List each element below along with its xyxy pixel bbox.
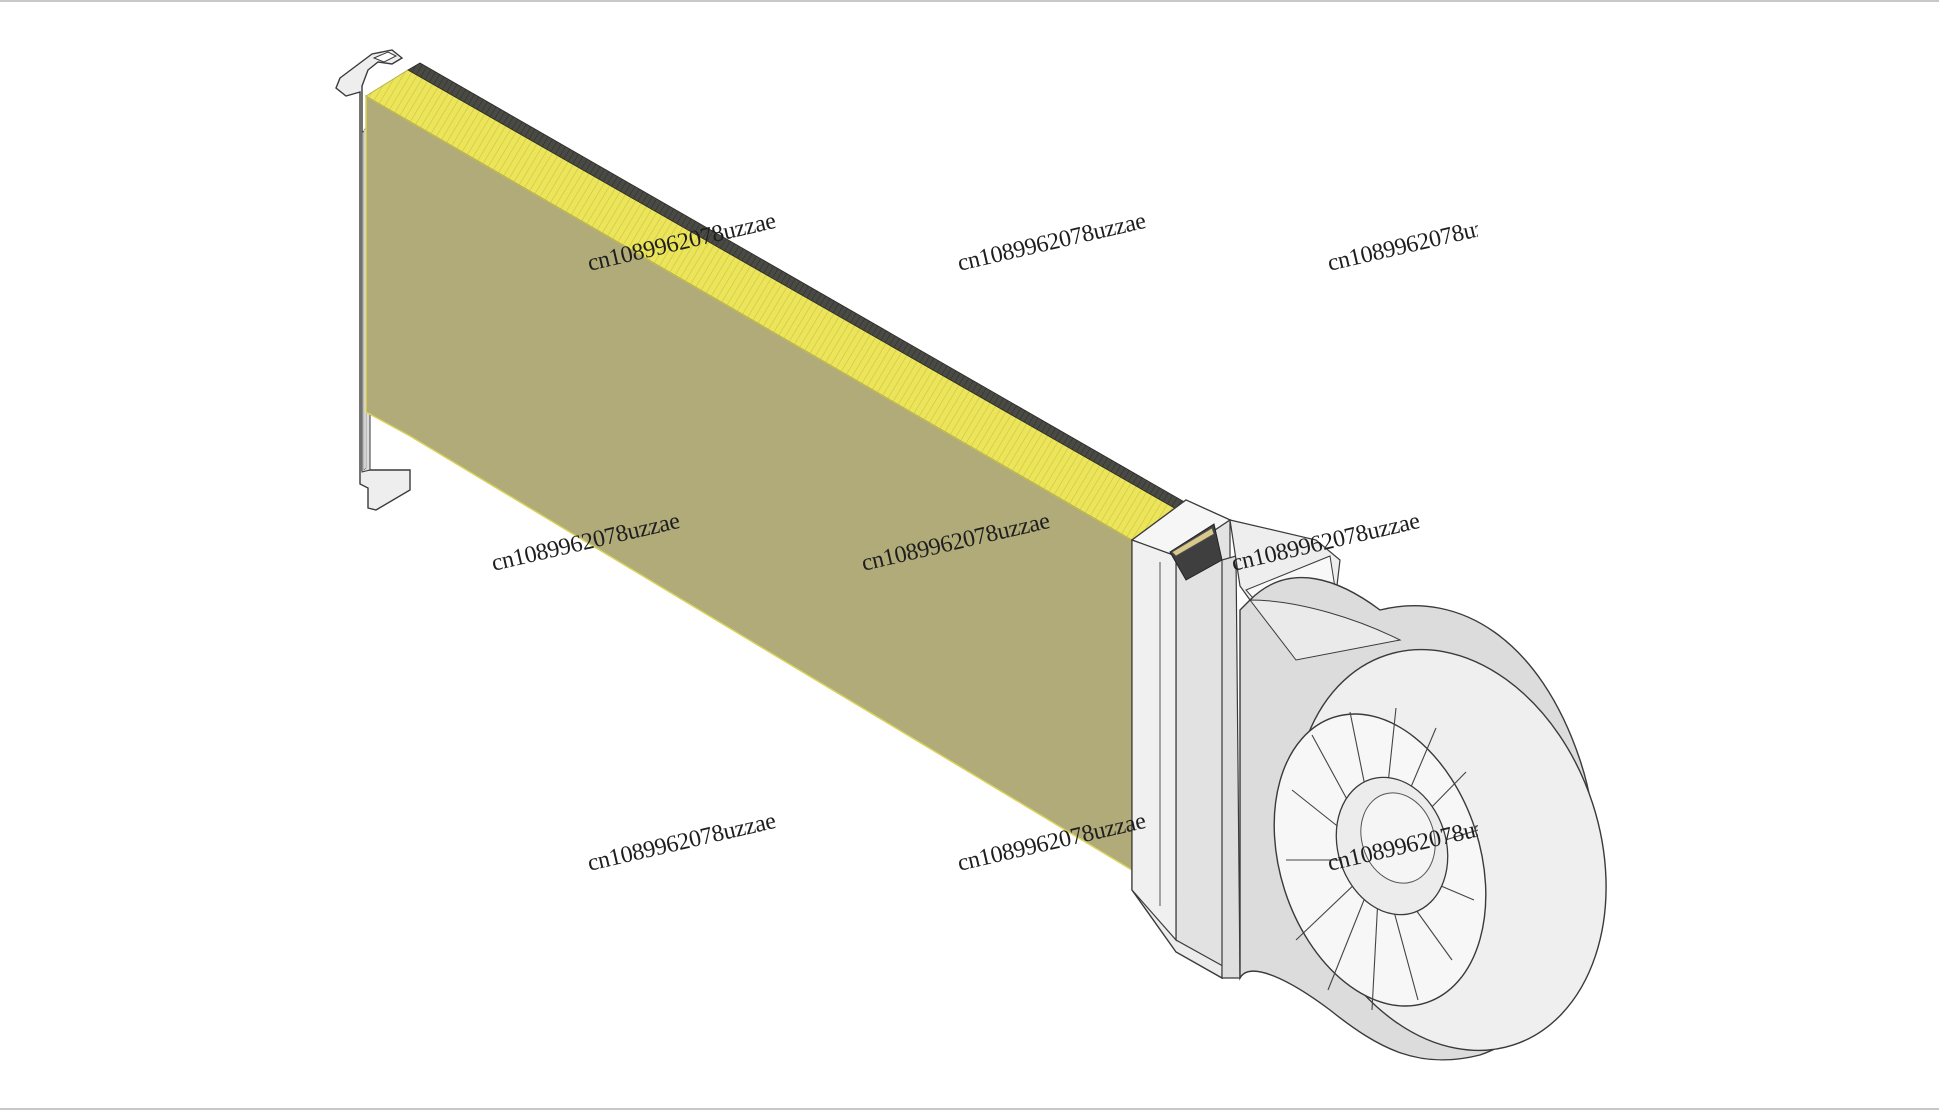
watermark-text: cn1089962078uzz [1326,222,1478,277]
watermark-clip: cn1089962078uzz [1326,822,1478,882]
watermark-clip: cn1089962078uzz [1326,222,1478,282]
watermark-text: cn1089962078uzz [1326,822,1478,877]
fan-shroud [1130,499,1341,980]
bottom-border [0,1108,1939,1110]
top-border [0,0,1939,2]
card-face [365,94,1133,872]
blower-fan [1239,576,1607,1061]
